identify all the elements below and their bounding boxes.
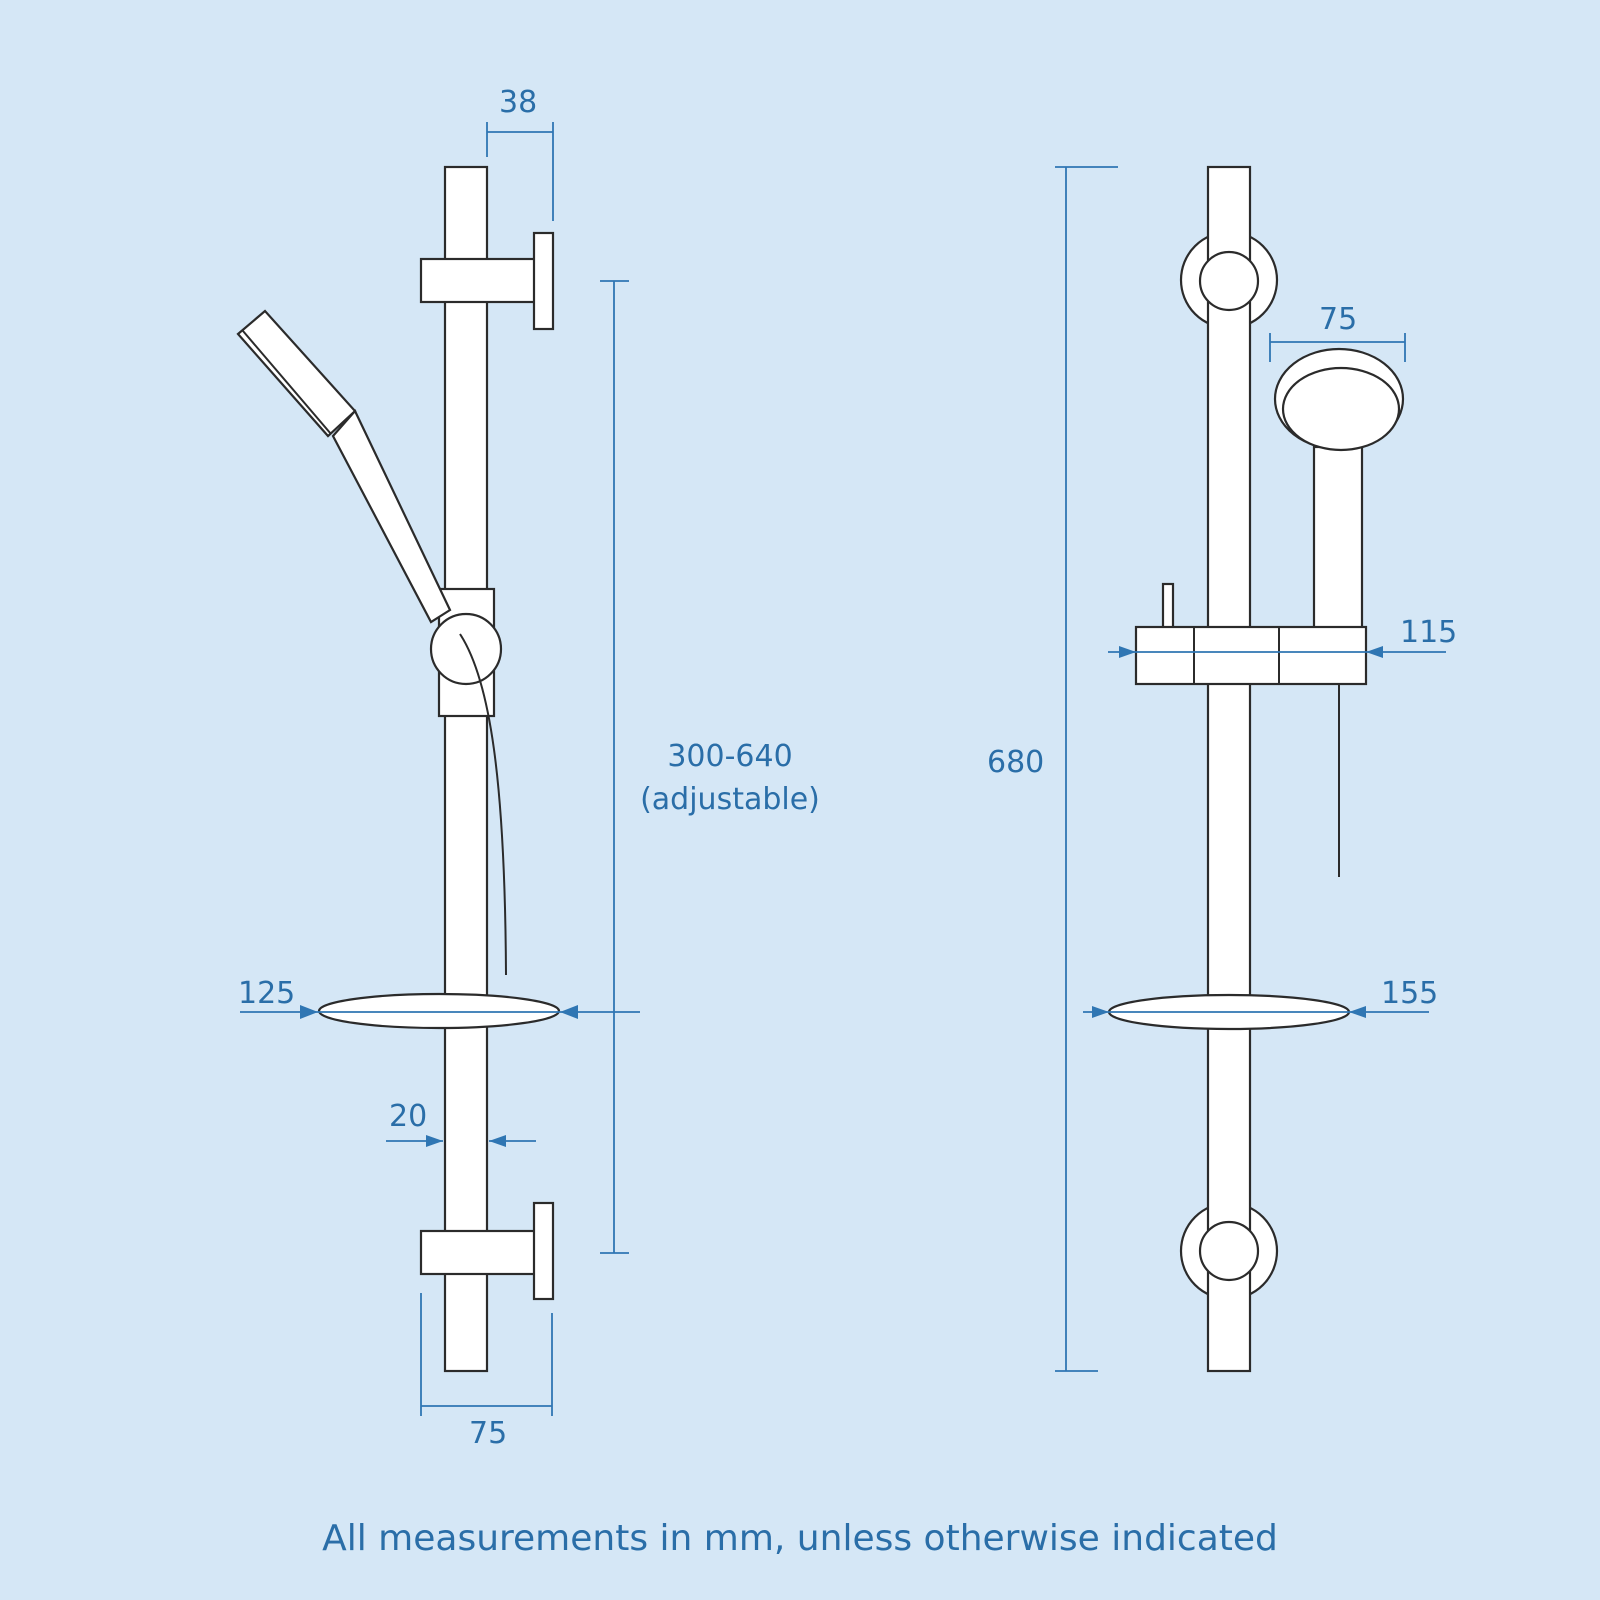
dim-75-head-line <box>1269 333 1406 362</box>
dim-125-label: 125 <box>238 976 296 1011</box>
front-slider-pin <box>1161 582 1175 631</box>
dim-115-line <box>1108 646 1446 658</box>
dim-38-label: 38 <box>499 85 538 120</box>
front-handset-handle <box>1312 445 1364 631</box>
dim-155-label: 155 <box>1381 976 1439 1011</box>
side-top-wall-bracket <box>419 231 555 331</box>
dim-20-label: 20 <box>389 1099 428 1134</box>
dim-300-640-line <box>600 280 629 1254</box>
front-slider <box>1134 625 1368 686</box>
front-top-bracket-cap <box>1198 250 1260 312</box>
dim-155-line <box>1083 1006 1429 1018</box>
front-handset-head <box>1273 347 1405 452</box>
front-view <box>1055 165 1446 1373</box>
dim-75-bottom-label: 75 <box>469 1416 508 1451</box>
dim-38-line <box>486 122 554 221</box>
dim-300-640-label: 300-640 <box>667 739 793 774</box>
side-hose <box>459 633 507 976</box>
front-bottom-bracket-cap <box>1198 1220 1260 1282</box>
dim-680-line <box>1055 166 1118 1372</box>
side-soap-dish <box>317 992 561 1030</box>
dim-125-line <box>240 1005 640 1019</box>
dim-680-label: 680 <box>987 745 1045 780</box>
dim-75-head-label: 75 <box>1319 302 1358 337</box>
side-slider-knob <box>429 612 503 686</box>
side-bottom-wall-bracket <box>419 1201 555 1301</box>
dim-75-bottom-line <box>420 1293 553 1416</box>
dim-115-label: 115 <box>1400 615 1458 650</box>
front-rail <box>1206 165 1252 1373</box>
dim-adjustable-label: (adjustable) <box>640 782 820 817</box>
side-rail <box>443 165 489 1373</box>
footer-note: All measurements in mm, unless otherwise… <box>322 1518 1278 1559</box>
side-handset-handle <box>331 409 452 624</box>
side-view <box>236 122 640 1416</box>
dim-20-line <box>386 1135 536 1147</box>
side-handset-head <box>236 309 357 438</box>
